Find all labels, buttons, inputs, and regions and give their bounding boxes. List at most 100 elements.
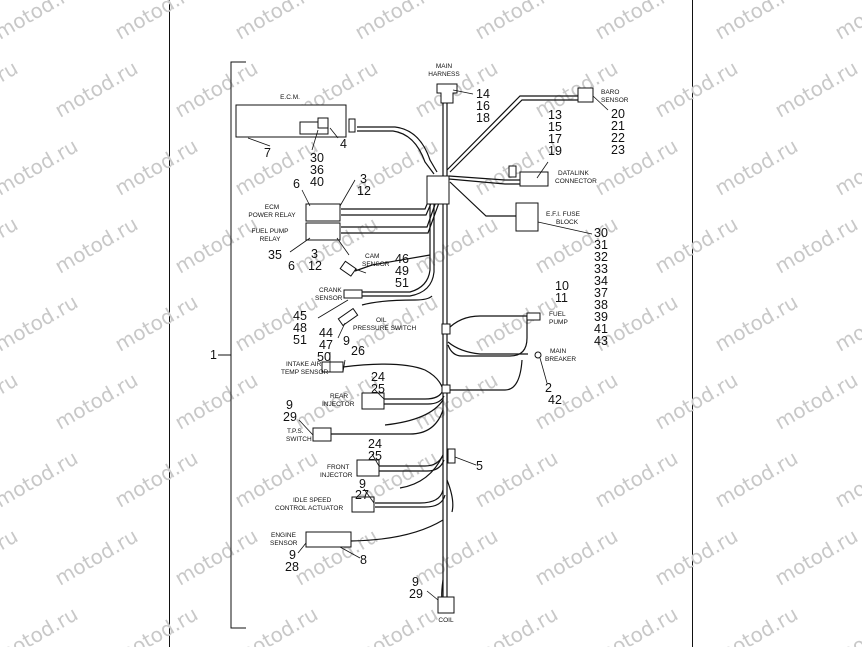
watermark-text: motod.ru: [411, 212, 502, 279]
watermark-text: motod.ru: [111, 602, 202, 647]
watermark-text: motod.ru: [231, 0, 322, 44]
callout-9-engine: 9: [289, 548, 296, 562]
watermark-text: motod.ru: [51, 368, 142, 435]
watermark-text: motod.ru: [711, 290, 802, 357]
fuse-block-shape: [515, 202, 539, 232]
datalink-plug: [508, 165, 517, 178]
callout-24-rear: 24: [371, 370, 385, 384]
callout-33: 33: [594, 262, 608, 276]
ecm-relay-label-2: POWER RELAY: [248, 212, 296, 219]
watermark-text: motod.ru: [231, 290, 322, 357]
tps-label-2: SWITCH: [286, 436, 312, 443]
watermark-text: motod.ru: [831, 290, 862, 357]
baro-sensor-shape: [577, 87, 594, 103]
callout-36: 36: [310, 163, 324, 177]
callout-5: 5: [476, 459, 483, 473]
callout-26: 26: [351, 344, 365, 358]
callout-2: 2: [545, 381, 552, 395]
watermark-text: motod.ru: [0, 0, 82, 44]
watermark-text: motod.ru: [651, 524, 742, 591]
watermark-text: motod.ru: [0, 56, 22, 123]
callout-25-front: 25: [368, 449, 382, 463]
leader-lines: [247, 89, 609, 601]
callout-47: 47: [319, 338, 333, 352]
callout-48: 48: [293, 321, 307, 335]
callout-38: 38: [594, 298, 608, 312]
watermark-text: motod.ru: [0, 290, 82, 357]
watermark-text: motod.ru: [591, 134, 682, 201]
watermark-text: motod.ru: [0, 524, 22, 591]
callout-39: 39: [594, 310, 608, 324]
front-inj-label-2: INJECTOR: [320, 472, 353, 479]
watermark-text: motod.ru: [471, 602, 562, 647]
callout-51-cam: 51: [395, 276, 409, 290]
watermark-text: motod.ru: [531, 368, 622, 435]
watermark-text: motod.ru: [0, 212, 22, 279]
baro-label-1: BARO: [601, 89, 619, 96]
watermark-text: motod.ru: [831, 0, 862, 44]
datalink-label-2: CONNECTOR: [555, 178, 597, 185]
ecm-pin-block: [317, 117, 329, 129]
callout-10: 10: [555, 279, 569, 293]
callout-3-top: 3: [360, 172, 367, 186]
coil-label: COIL: [438, 617, 454, 624]
isc-label-1: IDLE SPEED: [293, 497, 332, 504]
fuel-pump-connector-shape: [526, 312, 541, 321]
main-breaker-shape: [534, 351, 542, 359]
rear-inj-label-1: REAR: [330, 393, 348, 400]
breaker-label-2: BREAKER: [545, 356, 576, 363]
oil-label-2: PRESSURE SWITCH: [353, 325, 417, 332]
ecm-power-relay-shape: [305, 203, 341, 222]
callout-6-top: 6: [293, 177, 300, 191]
watermark-text: motod.ru: [591, 0, 682, 44]
callout-40: 40: [310, 175, 324, 189]
watermark-text: motod.ru: [651, 56, 742, 123]
watermark-text: motod.ru: [411, 368, 502, 435]
callout-14: 14: [476, 87, 490, 101]
watermark-text: motod.ru: [351, 0, 442, 44]
frame-right-border: [692, 0, 693, 647]
callout-50: 50: [317, 350, 331, 364]
datalink-label-1: DATALINK: [558, 170, 589, 177]
callout-29-coil: 29: [409, 587, 423, 601]
watermark-text: motod.ru: [471, 446, 562, 513]
callout-16: 16: [476, 99, 490, 113]
watermark-text: motod.ru: [411, 524, 502, 591]
callout-15: 15: [548, 120, 562, 134]
callout-45: 45: [293, 309, 307, 323]
harness-clip-5: [447, 448, 456, 464]
watermark-text: motod.ru: [111, 134, 202, 201]
iat-label-2: TEMP SENSOR: [281, 369, 329, 376]
callout-31: 31: [594, 238, 608, 252]
watermark-text: motod.ru: [831, 134, 862, 201]
isc-actuator-shape: [351, 496, 375, 513]
watermark-text: motod.ru: [231, 602, 322, 647]
callout-19: 19: [548, 144, 562, 158]
iat-sensor-shape: [321, 361, 344, 373]
callout-37: 37: [594, 286, 608, 300]
callout-34: 34: [594, 274, 608, 288]
watermark-text: motod.ru: [0, 446, 82, 513]
main-harness-label-1: MAIN: [436, 63, 453, 70]
tps-switch-shape: [312, 427, 332, 442]
frame-left-border: [169, 0, 170, 647]
ecm-body: [235, 104, 347, 138]
fuse-label-1: E.F.I. FUSE: [546, 211, 581, 218]
watermark-text: motod.ru: [771, 56, 862, 123]
callout-numbers: 1 7 4 30 36 40 14 16 18 20 21 22 23 13 1…: [210, 87, 625, 601]
watermark-text: motod.ru: [711, 134, 802, 201]
watermark-text: motod.ru: [651, 368, 742, 435]
watermark-text: motod.ru: [771, 212, 862, 279]
watermark-text: motod.ru: [831, 602, 862, 647]
callout-51-crank: 51: [293, 333, 307, 347]
watermark-text: motod.ru: [171, 212, 262, 279]
baro-label-2: SENSOR: [601, 97, 629, 104]
watermark-text: motod.ru: [51, 212, 142, 279]
callout-42: 42: [548, 393, 562, 407]
callout-24-front: 24: [368, 437, 382, 451]
rear-injector-shape: [361, 392, 385, 410]
main-harness-label-2: HARNESS: [428, 71, 460, 78]
callout-46: 46: [395, 252, 409, 266]
watermark-text: motod.ru: [771, 368, 862, 435]
watermark-text: motod.ru: [531, 524, 622, 591]
